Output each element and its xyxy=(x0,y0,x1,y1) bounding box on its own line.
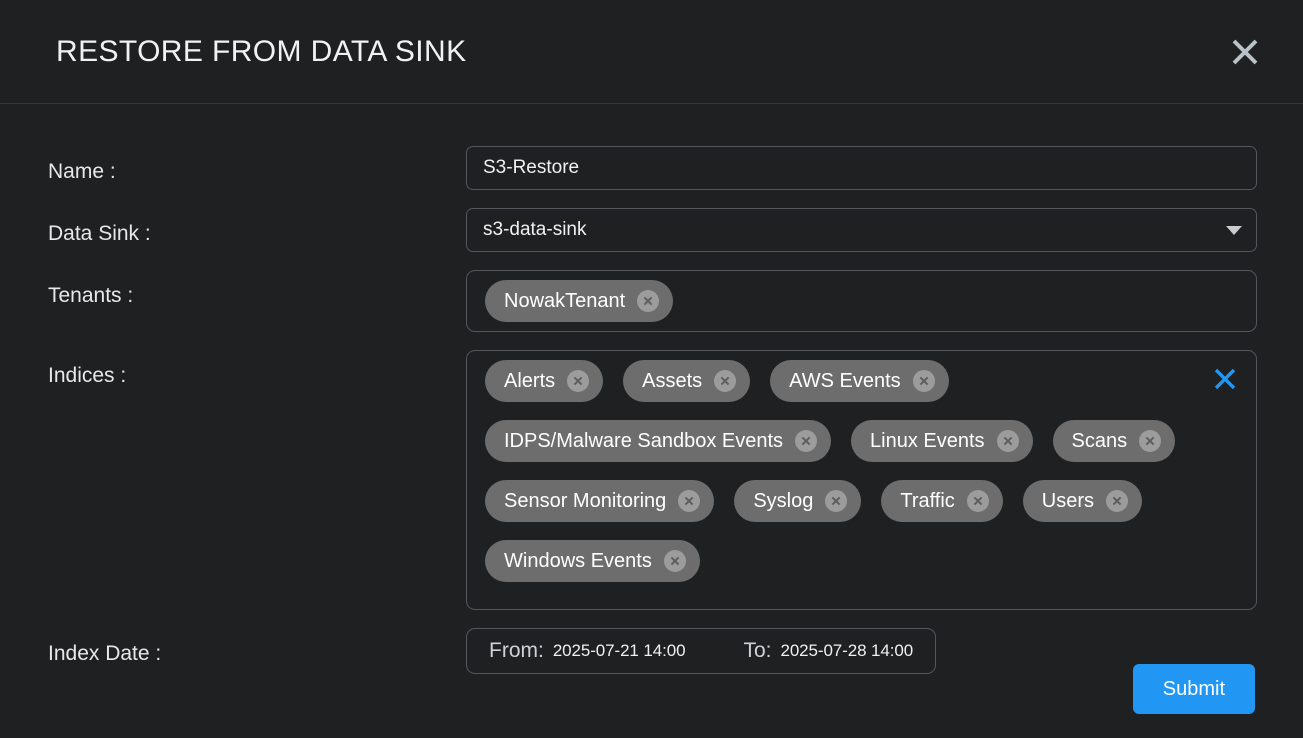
close-icon xyxy=(1225,32,1265,72)
data-sink-label: Data Sink : xyxy=(48,222,151,245)
chip: Traffic xyxy=(881,480,1003,522)
circle-x-icon[interactable] xyxy=(825,490,848,512)
chip-label: Scans xyxy=(1071,430,1128,452)
data-sink-selected-value: s3-data-sink xyxy=(483,219,587,240)
tenants-chip-list: NowakTenant xyxy=(475,280,683,322)
chip-label: NowakTenant xyxy=(504,290,626,312)
dialog-body: Name : Data Sink : s3-data-sink Tenants … xyxy=(0,104,1303,738)
index-date-control: From: 2025-07-21 14:00 To: 2025-07-28 14… xyxy=(466,628,1255,674)
field-row-data-sink: Data Sink : s3-data-sink xyxy=(48,208,1257,252)
clear-all-x-icon[interactable] xyxy=(1210,364,1240,394)
circle-x-icon[interactable] xyxy=(1106,490,1129,512)
chip: IDPS/Malware Sandbox Events xyxy=(485,420,832,462)
chip: Scans xyxy=(1052,420,1176,462)
chip: Assets xyxy=(623,360,751,402)
chip-label: Windows Events xyxy=(504,550,652,572)
chevron-down-icon xyxy=(1226,225,1242,235)
circle-x-icon[interactable] xyxy=(996,430,1019,452)
chip-label: Users xyxy=(1041,490,1095,512)
name-input[interactable] xyxy=(466,146,1257,190)
circle-x-icon[interactable] xyxy=(795,430,818,452)
date-from-label: From: xyxy=(489,639,544,662)
chip: Alerts xyxy=(485,360,604,402)
data-sink-select[interactable]: s3-data-sink xyxy=(466,208,1257,252)
date-to-label: To: xyxy=(743,639,772,662)
page-title: RESTORE FROM DATA SINK xyxy=(56,34,467,68)
name-control xyxy=(466,146,1257,190)
date-from-value: 2025-07-21 14:00 xyxy=(552,641,686,660)
chip: Linux Events xyxy=(851,420,1033,462)
chip-label: Linux Events xyxy=(870,430,985,452)
circle-x-icon[interactable] xyxy=(663,550,686,572)
chip: NowakTenant xyxy=(485,280,674,322)
circle-x-icon[interactable] xyxy=(912,370,935,392)
dialog-footer: Submit xyxy=(1132,664,1255,714)
chip-label: Syslog xyxy=(753,490,814,512)
index-date-range-picker[interactable]: From: 2025-07-21 14:00 To: 2025-07-28 14… xyxy=(466,628,937,674)
dialog-header: RESTORE FROM DATA SINK xyxy=(0,0,1303,104)
indices-label: Indices : xyxy=(48,364,127,387)
chip-label: Assets xyxy=(642,370,703,392)
chip-label: AWS Events xyxy=(789,370,901,392)
tenants-chip-input[interactable]: NowakTenant xyxy=(466,270,1257,332)
chip: AWS Events xyxy=(770,360,949,402)
circle-x-icon[interactable] xyxy=(678,490,701,512)
submit-button[interactable]: Submit xyxy=(1132,664,1255,714)
name-label: Name : xyxy=(48,160,116,183)
data-sink-control: s3-data-sink xyxy=(466,208,1257,252)
date-to-value: 2025-07-28 14:00 xyxy=(780,641,914,660)
chip: Windows Events xyxy=(485,540,700,582)
chip: Users xyxy=(1022,480,1143,522)
circle-x-icon[interactable] xyxy=(966,490,989,512)
index-date-label: Index Date : xyxy=(48,642,162,665)
field-row-name: Name : xyxy=(48,146,1257,190)
chip-label: IDPS/Malware Sandbox Events xyxy=(504,430,784,452)
chip-label: Alerts xyxy=(504,370,556,392)
chip-label: Sensor Monitoring xyxy=(504,490,667,512)
chip: Syslog xyxy=(734,480,862,522)
chip: Sensor Monitoring xyxy=(485,480,715,522)
circle-x-icon[interactable] xyxy=(714,370,737,392)
field-row-index-date: Index Date : From: 2025-07-21 14:00 To: … xyxy=(48,628,1255,674)
circle-x-icon[interactable] xyxy=(1139,430,1162,452)
tenants-control: NowakTenant xyxy=(466,270,1257,332)
circle-x-icon[interactable] xyxy=(637,290,660,312)
close-button[interactable] xyxy=(1221,28,1269,76)
chip-label: Traffic xyxy=(900,490,955,512)
field-row-tenants: Tenants : NowakTenant xyxy=(48,270,1257,332)
tenants-label: Tenants : xyxy=(48,284,134,307)
circle-x-icon[interactable] xyxy=(567,370,590,392)
